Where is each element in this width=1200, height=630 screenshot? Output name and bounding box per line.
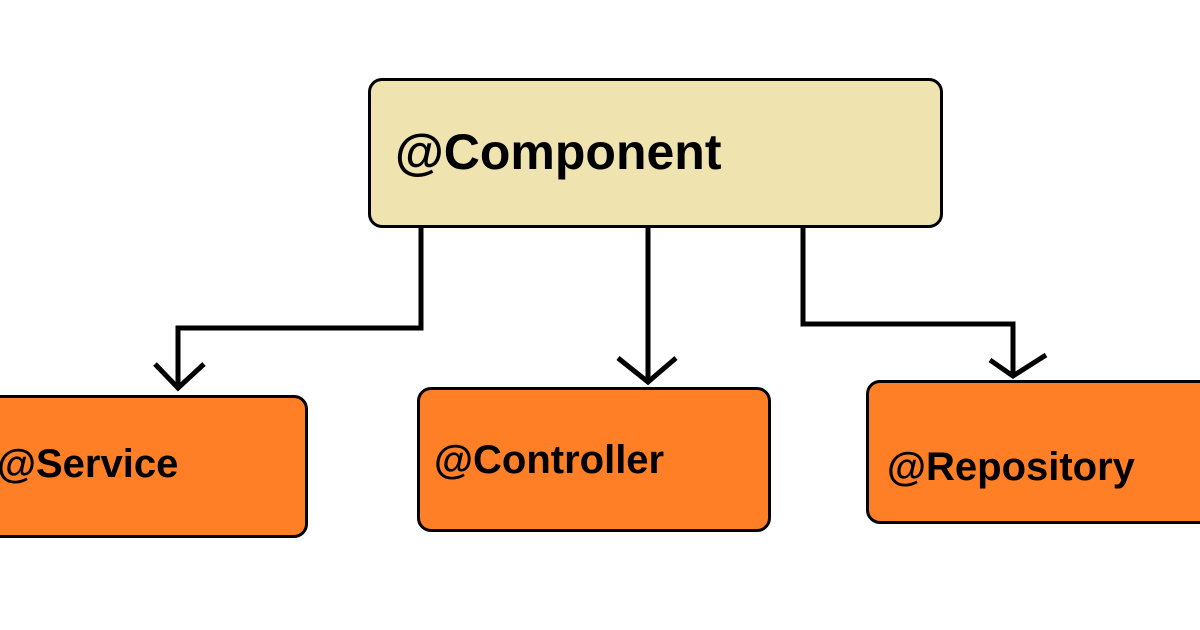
repository-label: @Repository [887,445,1135,489]
controller-label: @Controller [434,438,665,482]
connector-component-to-repository [800,228,1016,376]
repository-box: @Repository [866,380,1200,524]
arrowhead-controller [616,356,678,386]
service-label: @Service [0,442,179,486]
connector-component-to-service [175,228,424,388]
component-label: @Component [395,124,722,180]
arrowhead-service [153,362,206,392]
service-box: @Service [0,395,308,538]
controller-box: @Controller [417,387,771,532]
component-box: @Component [368,78,943,228]
arrowhead-repository [988,352,1048,380]
